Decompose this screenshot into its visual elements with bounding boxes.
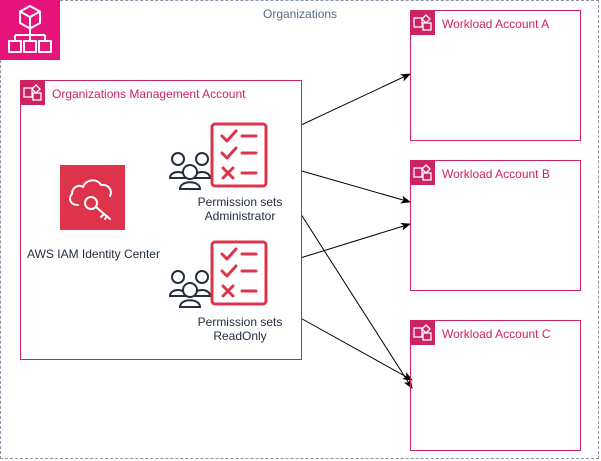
account-icon xyxy=(20,80,45,105)
workload-account-b-label: Workload Account B xyxy=(442,167,550,181)
workload-account-c-group xyxy=(410,320,581,451)
workload-account-c-label: Workload Account C xyxy=(442,327,551,341)
account-icon xyxy=(410,160,435,185)
permission-set-admin-line2: Administrator xyxy=(204,209,276,223)
iam-identity-center-label: AWS IAM Identity Center xyxy=(27,247,160,261)
workload-account-a-group xyxy=(410,10,581,141)
checklist-icon xyxy=(210,122,268,188)
users-icon xyxy=(168,266,214,308)
permission-set-readonly-caption: Permission sets ReadOnly xyxy=(188,315,292,343)
permission-set-admin-caption: Permission sets Administrator xyxy=(188,195,292,223)
account-icon xyxy=(410,320,435,345)
iam-identity-center-icon xyxy=(60,165,125,230)
account-icon xyxy=(410,10,435,35)
workload-account-a-label: Workload Account A xyxy=(442,17,550,31)
workload-account-b-group xyxy=(410,160,581,291)
checklist-icon xyxy=(210,240,268,306)
organizations-label: Organizations xyxy=(263,7,338,21)
users-icon xyxy=(168,148,214,190)
permission-set-admin-line1: Permission sets xyxy=(197,195,283,209)
organizations-icon xyxy=(0,0,60,60)
permission-set-readonly-line1: Permission sets xyxy=(197,315,283,329)
management-account-label: Organizations Management Account xyxy=(52,87,246,101)
permission-set-readonly-line2: ReadOnly xyxy=(213,329,267,343)
